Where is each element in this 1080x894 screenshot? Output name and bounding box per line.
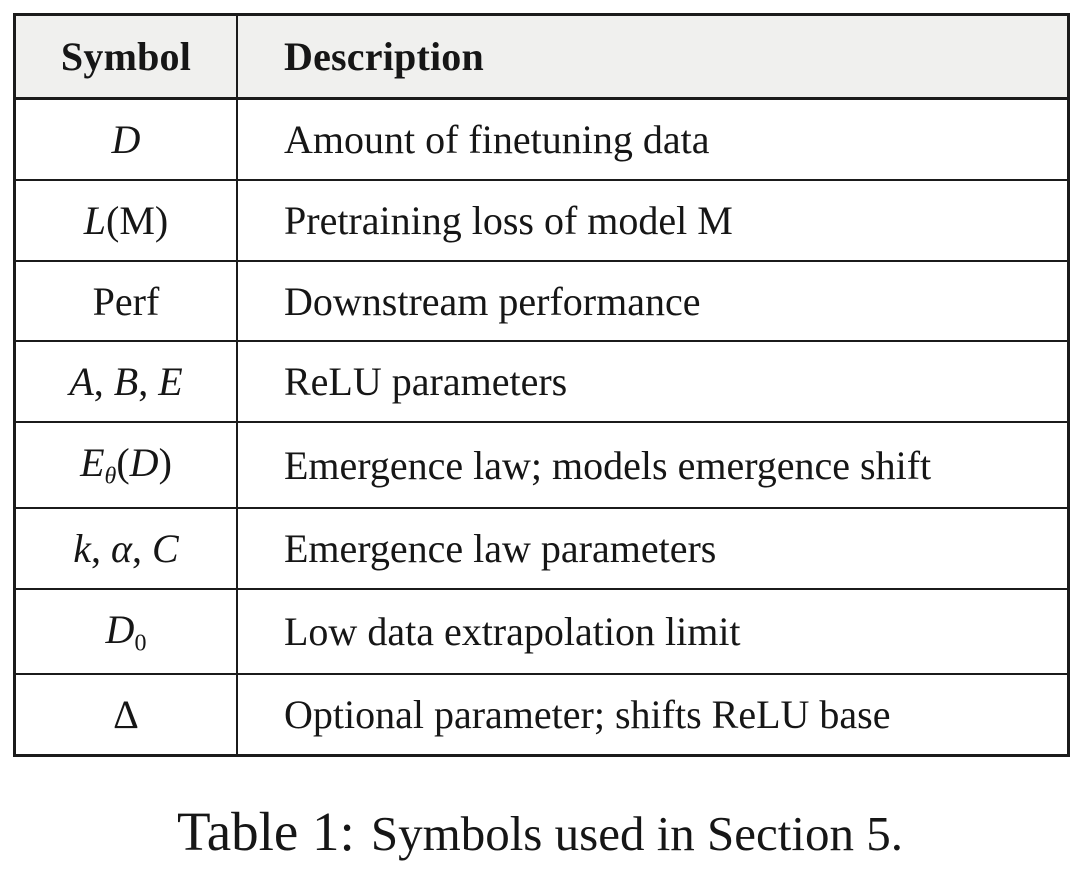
symbol-segment: A xyxy=(69,359,94,405)
symbol-segment: E xyxy=(158,359,183,405)
symbol-segment: , xyxy=(93,359,114,405)
symbol-segment: θ xyxy=(104,463,117,490)
symbol-math: A, B, E xyxy=(69,358,182,405)
description-cell: Optional parameter; shifts ReLU base xyxy=(238,675,1067,754)
symbol-segment: k xyxy=(73,525,92,571)
symbol-cell: Eθ(D) xyxy=(16,423,238,507)
description-cell: Downstream performance xyxy=(238,262,1067,341)
table-row: L(M) Pretraining loss of model M xyxy=(16,180,1067,262)
description-cell: Amount of finetuning data xyxy=(238,100,1067,179)
table-row: D Amount of finetuning data xyxy=(16,100,1067,181)
symbol-segment: 0 xyxy=(134,630,147,657)
symbol-math: Eθ(D) xyxy=(80,439,172,491)
description-text: Emergence law parameters xyxy=(284,525,717,571)
symbol-cell: Perf xyxy=(16,261,238,341)
description-cell: Emergence law parameters xyxy=(238,509,1067,588)
description-text: ReLU parameters xyxy=(284,359,568,405)
description-cell: Emergence law; models emergence shift xyxy=(238,423,1067,507)
symbol-segment: L xyxy=(83,197,107,243)
table-row: D0 Low data extrapolation limit xyxy=(16,589,1067,676)
symbol-segment: D xyxy=(129,440,159,486)
symbol-cell: D0 xyxy=(16,589,238,674)
symbol-math: D0 xyxy=(106,606,147,658)
description-cell: Low data extrapolation limit xyxy=(238,590,1067,674)
description-cell: ReLU parameters xyxy=(238,342,1067,421)
symbol-math: k, α, C xyxy=(73,525,178,572)
header-description-cell: Description xyxy=(238,16,1067,97)
symbol-segment: D xyxy=(105,606,135,652)
table-header-row: Symbol Description xyxy=(16,16,1067,100)
description-text: Emergence law; models emergence shift xyxy=(284,442,932,488)
symbol-cell: D xyxy=(16,100,238,179)
symbol-math: D xyxy=(112,116,141,163)
caption-label: Table 1: xyxy=(176,801,355,862)
table-row: k, α, C Emergence law parameters xyxy=(16,508,1067,590)
table-row: Eθ(D) Emergence law; models emergence shi… xyxy=(16,423,1067,509)
symbol-cell: L(M) xyxy=(16,180,238,260)
table-row: A, B, E ReLU parameters xyxy=(16,342,1067,424)
symbols-table: Symbol Description D Amount of finetuning… xyxy=(13,13,1070,757)
symbol-segment: Δ xyxy=(113,692,139,738)
symbol-segment: D xyxy=(111,116,141,162)
symbol-cell: A, B, E xyxy=(16,342,238,422)
symbol-segment: (M) xyxy=(106,197,169,243)
symbol-segment: ) xyxy=(158,440,172,486)
description-text: Optional parameter; shifts ReLU base xyxy=(284,692,891,738)
symbol-segment: Perf xyxy=(92,278,160,324)
symbol-segment: , xyxy=(138,359,159,405)
header-symbol-cell: Symbol xyxy=(16,16,238,97)
symbol-cell: k, α, C xyxy=(16,508,238,588)
description-text: Downstream performance xyxy=(284,278,701,324)
description-text: Amount of finetuning data xyxy=(284,116,710,162)
description-text: Pretraining loss of model M xyxy=(284,197,733,243)
symbol-segment: E xyxy=(80,440,105,486)
symbol-cell: Δ xyxy=(16,675,238,754)
symbol-segment: C xyxy=(152,525,179,571)
caption-text: Symbols used in Section 5. xyxy=(370,806,904,861)
symbol-math: L(M) xyxy=(84,197,168,244)
header-description-label: Description xyxy=(284,34,484,79)
table-row: Δ Optional parameter; shifts ReLU base xyxy=(16,675,1067,754)
table-row: Perf Downstream performance xyxy=(16,261,1067,343)
description-text: Low data extrapolation limit xyxy=(284,608,741,654)
symbol-segment: , xyxy=(91,525,112,571)
symbol-math: Δ xyxy=(113,691,139,738)
symbol-math: Perf xyxy=(93,278,160,325)
header-symbol-label: Symbol xyxy=(60,34,192,79)
symbol-segment: B xyxy=(113,359,139,405)
description-cell: Pretraining loss of model M xyxy=(238,181,1067,260)
symbol-segment: ( xyxy=(116,440,130,486)
table-caption: Table 1: Symbols used in Section 5. xyxy=(0,800,1080,863)
symbol-segment: α xyxy=(111,525,133,571)
symbol-segment: , xyxy=(132,525,153,571)
